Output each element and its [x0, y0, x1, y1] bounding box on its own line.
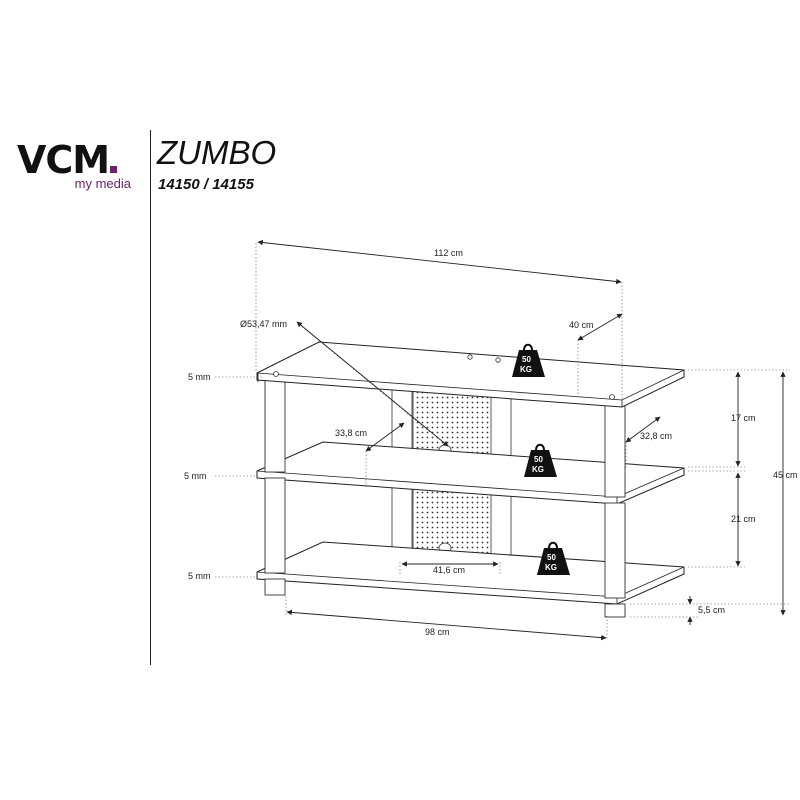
label-top-thickness: 5 mm — [188, 372, 211, 382]
label-inner-depth-right: 32,8 cm — [640, 431, 672, 441]
front-pillar-right-lower — [604, 502, 626, 599]
product-title: ZUMBO — [157, 134, 277, 171]
label-width-bottom: 98 cm — [425, 627, 450, 637]
svg-text:KG: KG — [532, 465, 544, 474]
label-bottom-thickness: 5 mm — [188, 571, 211, 581]
label-lower-clearance: 21 cm — [731, 514, 756, 524]
back-pillar-right-lower — [490, 486, 512, 565]
foot-right — [604, 603, 626, 618]
dim-width-bottom — [286, 609, 607, 641]
svg-text:50: 50 — [522, 355, 531, 364]
label-upper-clearance: 17 cm — [731, 413, 756, 423]
logo-dot — [110, 166, 118, 173]
label-inner-depth-left: 33,8 cm — [335, 428, 367, 438]
article-numbers: 14150 / 14155 — [158, 176, 254, 193]
svg-text:50: 50 — [534, 455, 543, 464]
front-pillar-left-lower — [264, 477, 286, 574]
label-panel-width: 41,6 cm — [433, 565, 465, 575]
logo-wordmark: VCM — [17, 138, 118, 182]
logo-tagline: my media — [74, 176, 131, 191]
label-total-height: 45 cm — [773, 470, 798, 480]
dim-pillar-diameter — [296, 321, 449, 447]
weight-icon-top: 50 KG — [512, 343, 545, 377]
svg-text:50: 50 — [547, 553, 556, 562]
label-width-top: 112 cm — [434, 248, 463, 258]
dim-width-top — [257, 239, 622, 285]
label-middle-thickness: 5 mm — [184, 471, 207, 481]
dim-depth — [577, 313, 623, 341]
svg-text:KG: KG — [545, 563, 557, 572]
weight-icon-bottom: 50 KG — [537, 541, 570, 575]
svg-text:KG: KG — [520, 365, 532, 374]
label-pillar-diameter: Ø53,47 mm — [240, 319, 287, 329]
label-foot-height: 5,5 cm — [698, 605, 725, 615]
front-pillar-left-upper — [264, 379, 286, 473]
front-pillar-right-upper — [604, 404, 626, 498]
weight-icon-middle: 50 KG — [524, 443, 557, 477]
label-depth: 40 cm — [569, 320, 594, 330]
foot-left — [264, 578, 286, 596]
frame-divider — [150, 130, 151, 665]
dim-inner-depth-left — [365, 422, 405, 452]
bottom-shelf — [256, 541, 685, 605]
dim-inner-depth-right — [625, 416, 661, 443]
vcm-logo: VCM my media — [17, 138, 137, 198]
